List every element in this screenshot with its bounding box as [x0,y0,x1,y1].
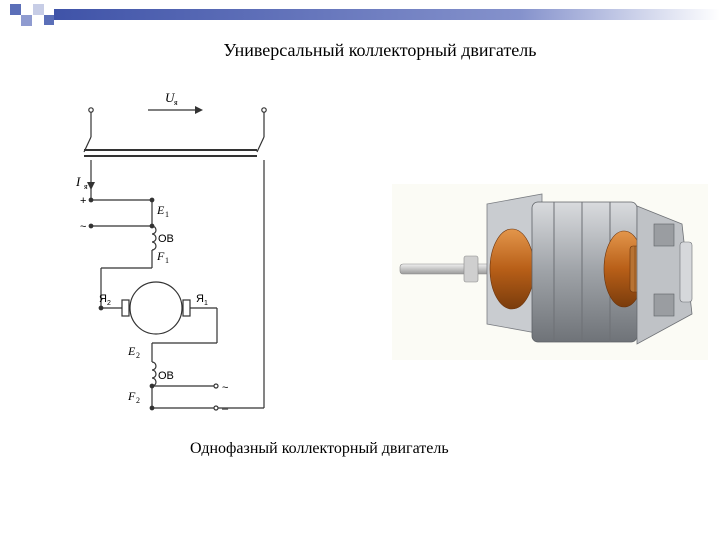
ov-label-bottom: ОВ [158,370,174,382]
e1-label: E [156,203,165,217]
deco-square [44,15,54,25]
voltage-sub: я [174,98,178,107]
terminal-right [261,107,267,113]
voltage-label: U [165,90,176,105]
ya1-label: Я [196,293,204,305]
winding-top [151,225,157,251]
f2-sub: 2 [136,396,140,405]
current-sub: я [84,182,88,191]
motor-schematic: U я I я + ~ E 1 ОВ F 1 Я 2 Я 1 E 2 ОВ ~ … [75,90,267,415]
e2-label: E [127,344,136,358]
ya2-sub: 2 [107,300,111,307]
tilde-label-top: ~ [80,221,86,233]
image-caption: Однофазный коллекторный двигатель [190,440,449,457]
current-label: I [75,174,81,189]
f1-label: F [156,249,165,263]
e2-sub: 2 [136,351,140,360]
deco-square [10,4,21,15]
slide-title: Универсальный коллекторный двигатель [223,40,537,60]
f2-label: F [127,389,136,403]
e1-sub: 1 [165,210,169,219]
deco-square [21,15,32,26]
header-band [54,9,720,20]
deco-square [33,4,44,15]
motor-photo [392,184,708,360]
corner-decoration [10,4,720,26]
ya2-label: Я [99,293,107,305]
ov-label-top: ОВ [158,233,174,245]
armature-circle [129,281,183,335]
f1-sub: 1 [165,256,169,265]
plus-label: + [80,195,86,207]
ya1-sub: 1 [204,300,208,307]
winding-bottom [151,361,157,387]
minus-label: – [222,403,229,415]
tilde-label-bottom: ~ [222,382,228,394]
terminal-left [88,107,94,113]
